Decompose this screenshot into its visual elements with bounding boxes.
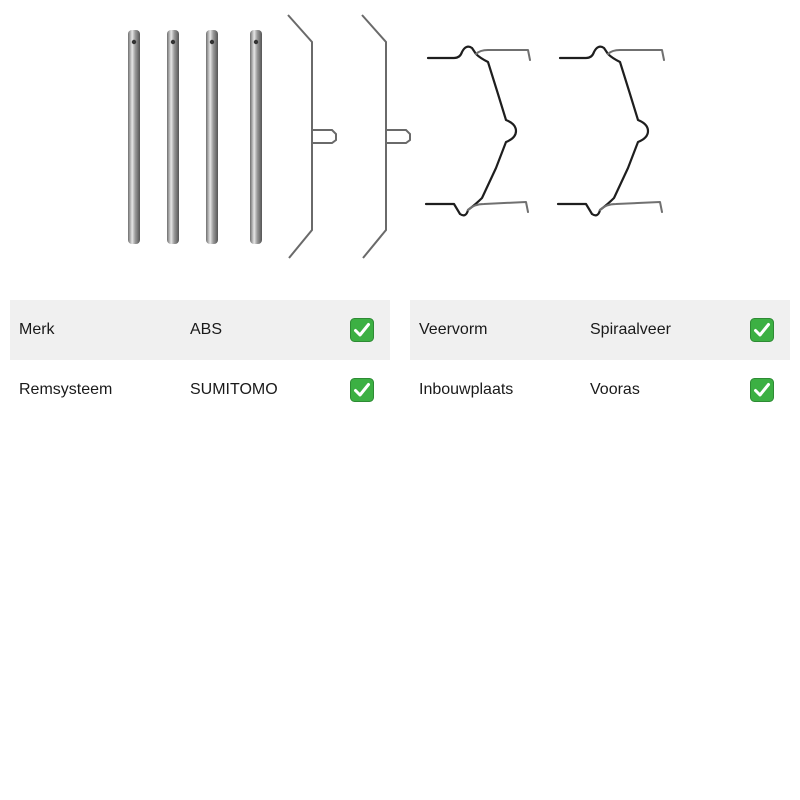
spec-label: Remsysteem (19, 381, 113, 398)
spec-row-remsysteem: Remsysteem SUMITOMO (10, 360, 390, 420)
spec-value: Spiraalveer (590, 321, 671, 338)
check-icon (750, 318, 774, 342)
wire-clip (361, 14, 411, 259)
guide-pin (167, 30, 179, 244)
spec-table-left: Merk ABS Remsysteem SUMITOMO (10, 300, 390, 420)
check-icon (350, 318, 374, 342)
spec-value: ABS (190, 321, 223, 338)
spec-row-veervorm: Veervorm Spiraalveer (410, 300, 790, 360)
spring-clip (556, 45, 665, 217)
guide-pin (206, 30, 218, 244)
spec-table-right: Veervorm Spiraalveer Inbouwplaats Vooras (410, 300, 790, 420)
spec-label: Inbouwplaats (419, 381, 514, 398)
spec-label: Merk (19, 321, 55, 338)
spec-row-merk: Merk ABS (10, 300, 390, 360)
spec-label: Veervorm (419, 321, 488, 338)
spec-value: SUMITOMO (190, 381, 278, 398)
check-icon (350, 378, 374, 402)
guide-pin (128, 30, 140, 244)
check-icon (750, 378, 774, 402)
guide-pin (250, 30, 262, 244)
spec-row-inbouwplaats: Inbouwplaats Vooras (410, 360, 790, 420)
wire-clip (287, 14, 337, 259)
spec-value: Vooras (590, 381, 640, 398)
spring-clip (424, 45, 531, 217)
brake-pad-fitting-kit-image (128, 14, 665, 259)
